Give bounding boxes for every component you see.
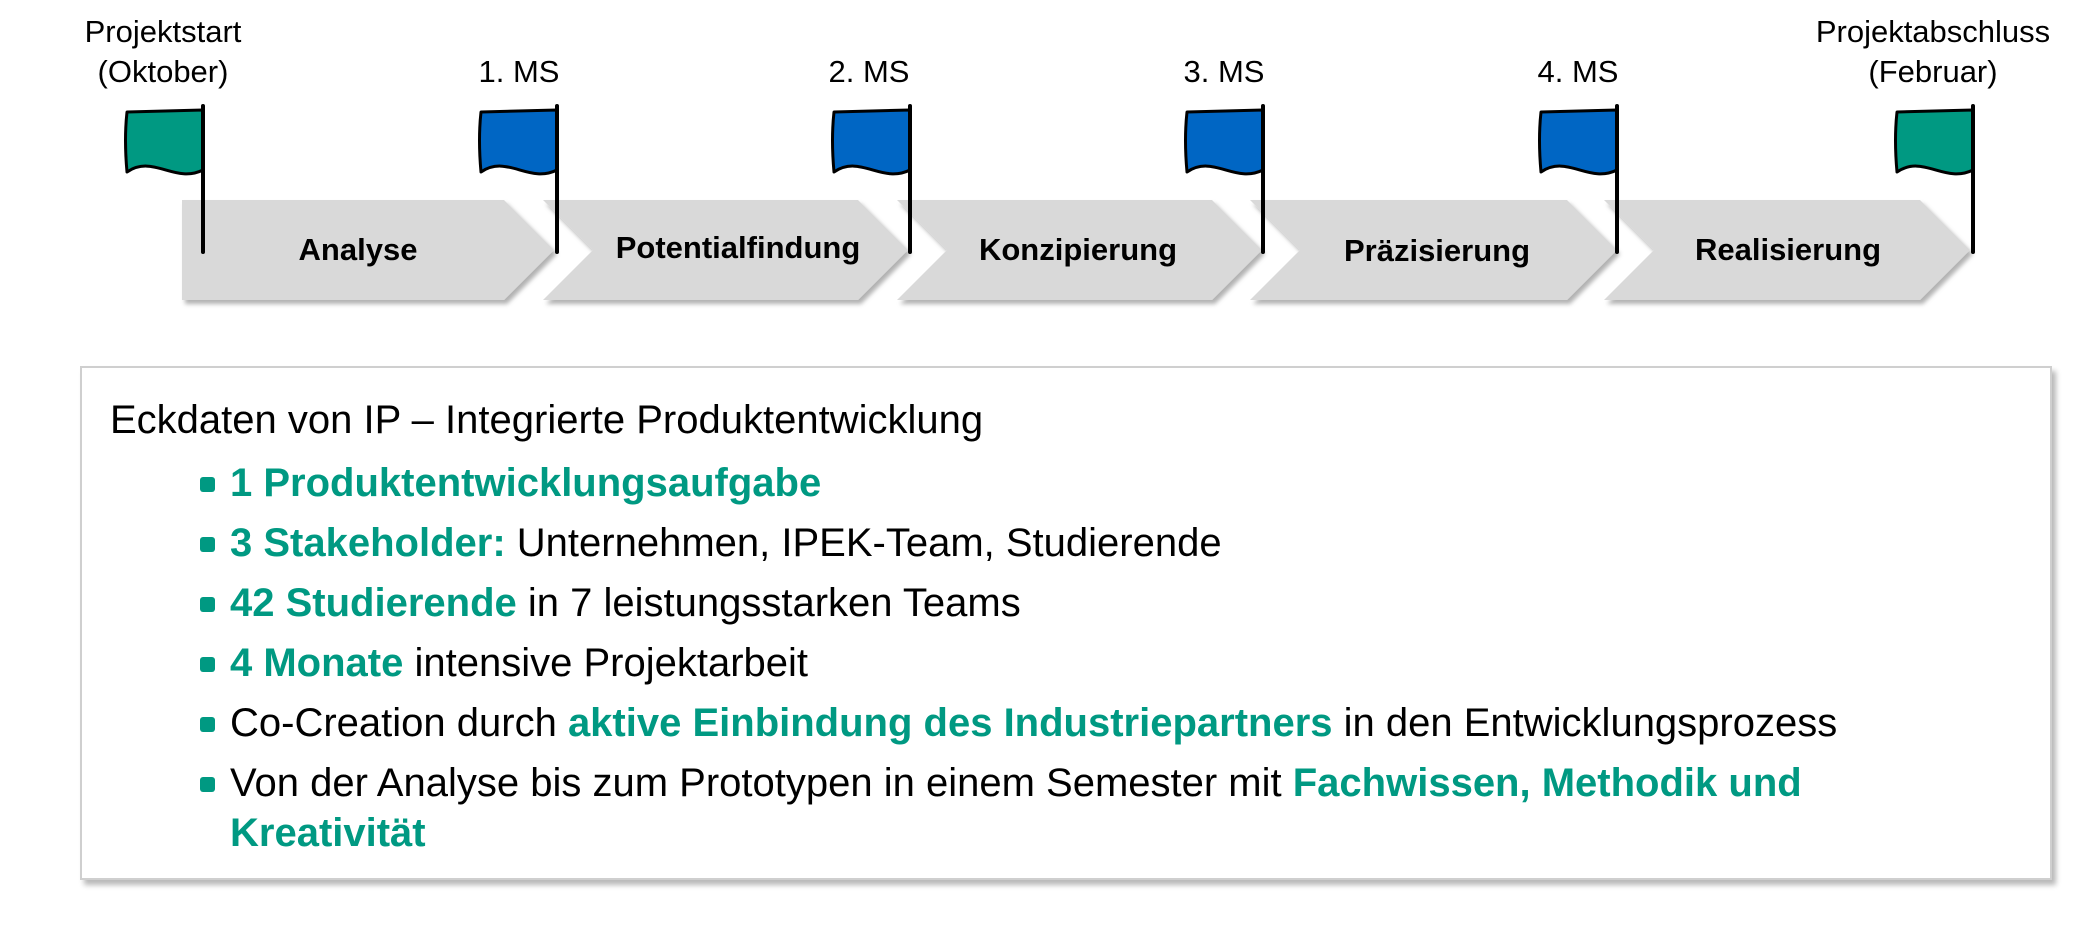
bullet-text: in 7 leistungsstarken Teams — [516, 581, 1021, 625]
bullet-square-icon — [200, 537, 215, 552]
bullet-text-pre: Von der Analyse bis zum Prototypen in ei… — [230, 761, 1293, 805]
bullet-text: in den Entwicklungsprozess — [1332, 701, 1838, 745]
list-item: 1 Produktentwicklungsaufgabe — [200, 458, 1980, 508]
phase-label-analyse: Analyse — [298, 232, 418, 267]
phase-chevron-realisierung — [1604, 200, 1970, 300]
list-item: Von der Analyse bis zum Prototypen in ei… — [200, 758, 1980, 858]
bullet-square-icon — [200, 477, 215, 492]
bullet-highlight: 1 Produktentwicklungsaufgabe — [230, 461, 822, 505]
bullet-square-icon — [200, 657, 215, 672]
milestone-flag-1-icon — [478, 104, 559, 254]
project-timeline: Projektstart (Oktober) 1. MS 2. MS 3. MS… — [0, 0, 2084, 330]
bullet-highlight: 42 Studierende — [230, 581, 517, 625]
milestone-label-1: 1. MS — [478, 54, 560, 89]
list-item: 4 Monate intensive Projektarbeit — [200, 638, 1980, 688]
phase-label-potentialfindung: Potentialfindung — [615, 230, 861, 265]
bullet-highlight: Fachwissen, Methodik und Kreativität — [230, 761, 1802, 855]
bullet-text-pre: Co-Creation durch — [230, 701, 568, 745]
bullet-text: intensive Projektarbeit — [403, 641, 809, 685]
bullet-text: Unternehmen, IPEK-Team, Studierende — [505, 521, 1222, 565]
milestone-label-4: 4. MS — [1537, 54, 1619, 89]
list-item: 3 Stakeholder: Unternehmen, IPEK-Team, S… — [200, 518, 1980, 568]
milestone-label-start: Projektstart (Oktober) — [84, 14, 242, 89]
milestone-label-2: 2. MS — [828, 54, 910, 89]
bullet-square-icon — [200, 717, 215, 732]
bullet-highlight: aktive Einbindung des Industriepartners — [567, 701, 1333, 745]
milestone-flag-2-icon — [831, 104, 912, 254]
phase-label-praezisierung: Präzisierung — [1343, 233, 1531, 268]
timeline-graphic — [124, 104, 1975, 300]
list-item: Co-Creation durch aktive Einbindung des … — [200, 698, 1980, 748]
phase-label-realisierung: Realisierung — [1694, 232, 1882, 267]
phase-label-konzipierung: Konzipierung — [978, 232, 1178, 267]
phase-chevron-konzipierung — [897, 200, 1262, 300]
bullet-highlight: 3 Stakeholder: — [230, 521, 506, 565]
milestone-flag-3-icon — [1184, 104, 1265, 254]
milestone-flag-end-icon — [1894, 104, 1975, 254]
key-facts-title: Eckdaten von IP – Integrierte Produktent… — [110, 398, 984, 442]
bullet-square-icon — [200, 597, 215, 612]
bullet-square-icon — [200, 777, 215, 792]
milestone-label-3: 3. MS — [1183, 54, 1265, 89]
phase-chevron-potentialfindung — [543, 200, 908, 300]
phase-chevron-praezisierung — [1250, 200, 1617, 300]
list-item: 42 Studierende in 7 leistungsstarken Tea… — [200, 578, 1980, 628]
bullet-highlight: 4 Monate — [230, 641, 404, 685]
milestone-flag-start-icon — [124, 104, 205, 254]
milestone-label-end: Projektabschluss (Februar) — [1815, 14, 2051, 89]
key-facts-box: Eckdaten von IP – Integrierte Produktent… — [80, 366, 2052, 880]
milestone-flag-4-icon — [1538, 104, 1619, 254]
key-facts-list: 1 Produktentwicklungsaufgabe 3 Stakehold… — [200, 458, 1980, 868]
phase-chevron-analyse — [182, 200, 554, 300]
